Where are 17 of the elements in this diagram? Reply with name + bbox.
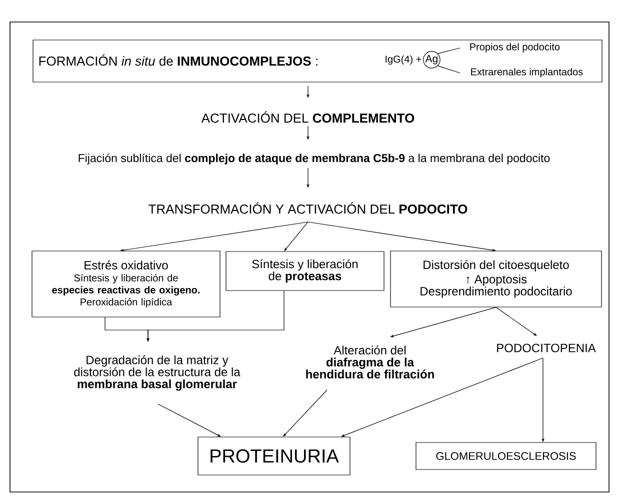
step-text: TRANSFORMACIÓN Y ACTIVACIÓN DEL PODOCITO xyxy=(148,202,468,214)
result-box: GLOMERULOESCLEROSIS xyxy=(416,442,596,470)
step-text: ACTIVACIÓN DEL COMPLEMENTO xyxy=(201,111,414,123)
arrow xyxy=(496,307,537,336)
connector-line xyxy=(438,48,460,54)
branch-label: Propios del podocito xyxy=(470,43,560,52)
process-box: Distorsión del citoesqueleto ↑ Apoptosis Desprendimiento podocitario xyxy=(390,250,602,308)
result-box: PROTEINURIA xyxy=(198,436,350,476)
branch-label: Extrarenales implantados xyxy=(471,68,583,78)
outcome-text: Alteración del diafragma de la hendidura de filtración xyxy=(306,346,434,378)
connector-line xyxy=(438,66,460,74)
arrow xyxy=(158,404,221,437)
outcome-text: Degradación de la matriz y distorsión de la estructura de la membrana basal glomerular xyxy=(74,355,240,391)
process-box: Síntesis y liberación de proteasas xyxy=(226,251,384,291)
step-text: Fijación sublítica del complejo de ataque de membrana C5b-9 a la membrana del podocito xyxy=(78,154,550,164)
process-box: Estrés oxidativo Síntesis y liberación de especies reactivas de oxigeno. Peroxidación lipídica xyxy=(32,250,220,318)
outcome-text: PODOCITOPENIA xyxy=(497,344,596,352)
